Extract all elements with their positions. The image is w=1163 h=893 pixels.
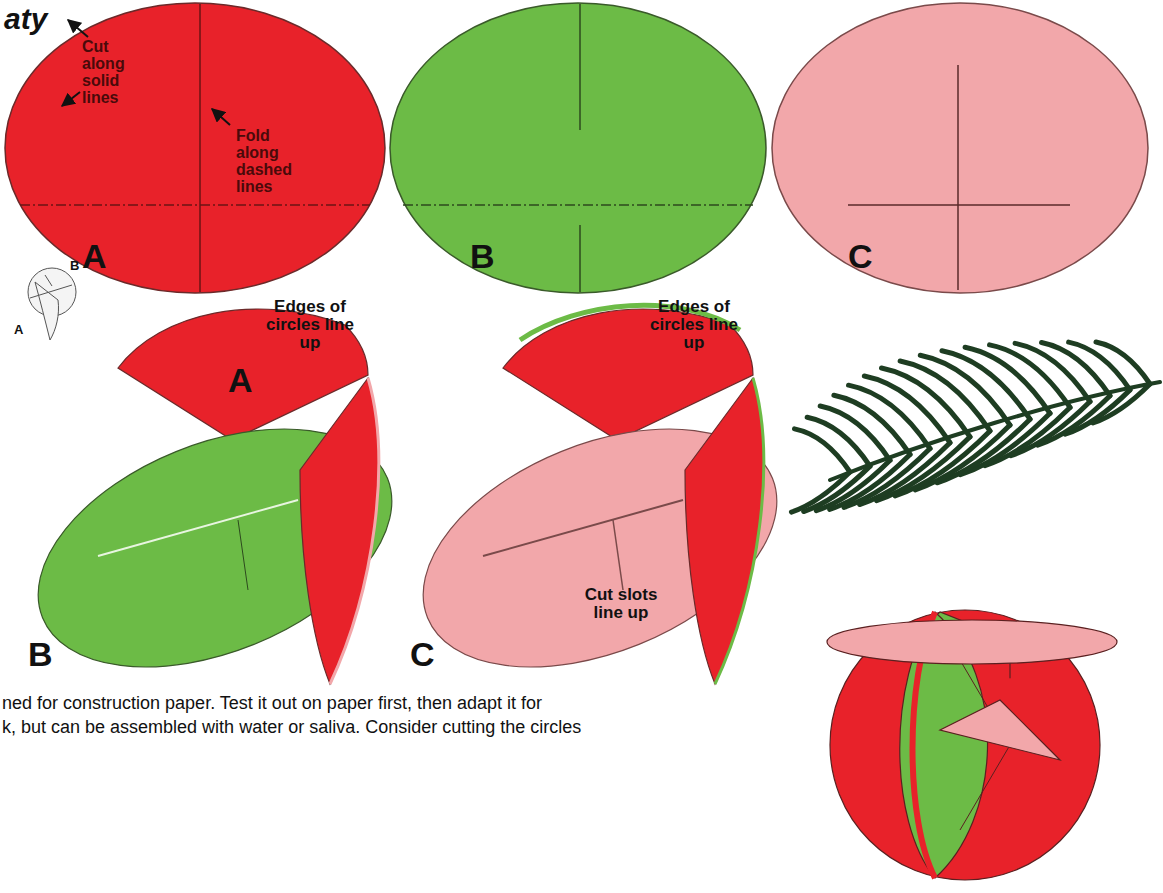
fern-branch (791, 342, 1160, 512)
finished-ornament (827, 610, 1117, 880)
circle-letter: B (470, 238, 495, 274)
circle-a (5, 3, 385, 293)
circle-letter: A (82, 238, 107, 274)
assembly-step-one (4, 309, 427, 714)
callout-note: Edges of circles line up (646, 298, 742, 352)
body-text: ned for construction paper. Test it out … (2, 692, 542, 714)
callout-note: Cut along solid lines (82, 38, 144, 106)
inset-sketch (28, 268, 76, 340)
assembly-step-two (389, 305, 812, 714)
circle-letter: C (848, 238, 873, 274)
callout-note: Edges of circles line up (262, 298, 358, 352)
body-text: k, but can be assembled with water or sa… (2, 716, 581, 738)
circle-letter: A (228, 362, 253, 398)
page-title: aty (4, 2, 47, 36)
circle-letter: B (28, 636, 53, 672)
circle-c (772, 3, 1148, 293)
circle-letter: C (410, 636, 435, 672)
circle-b (390, 3, 766, 293)
inset-letter: B (70, 258, 79, 273)
inset-letter: A (14, 322, 23, 337)
callout-note: Cut slots line up (578, 586, 664, 622)
callout-note: Fold along dashed lines (236, 127, 298, 195)
